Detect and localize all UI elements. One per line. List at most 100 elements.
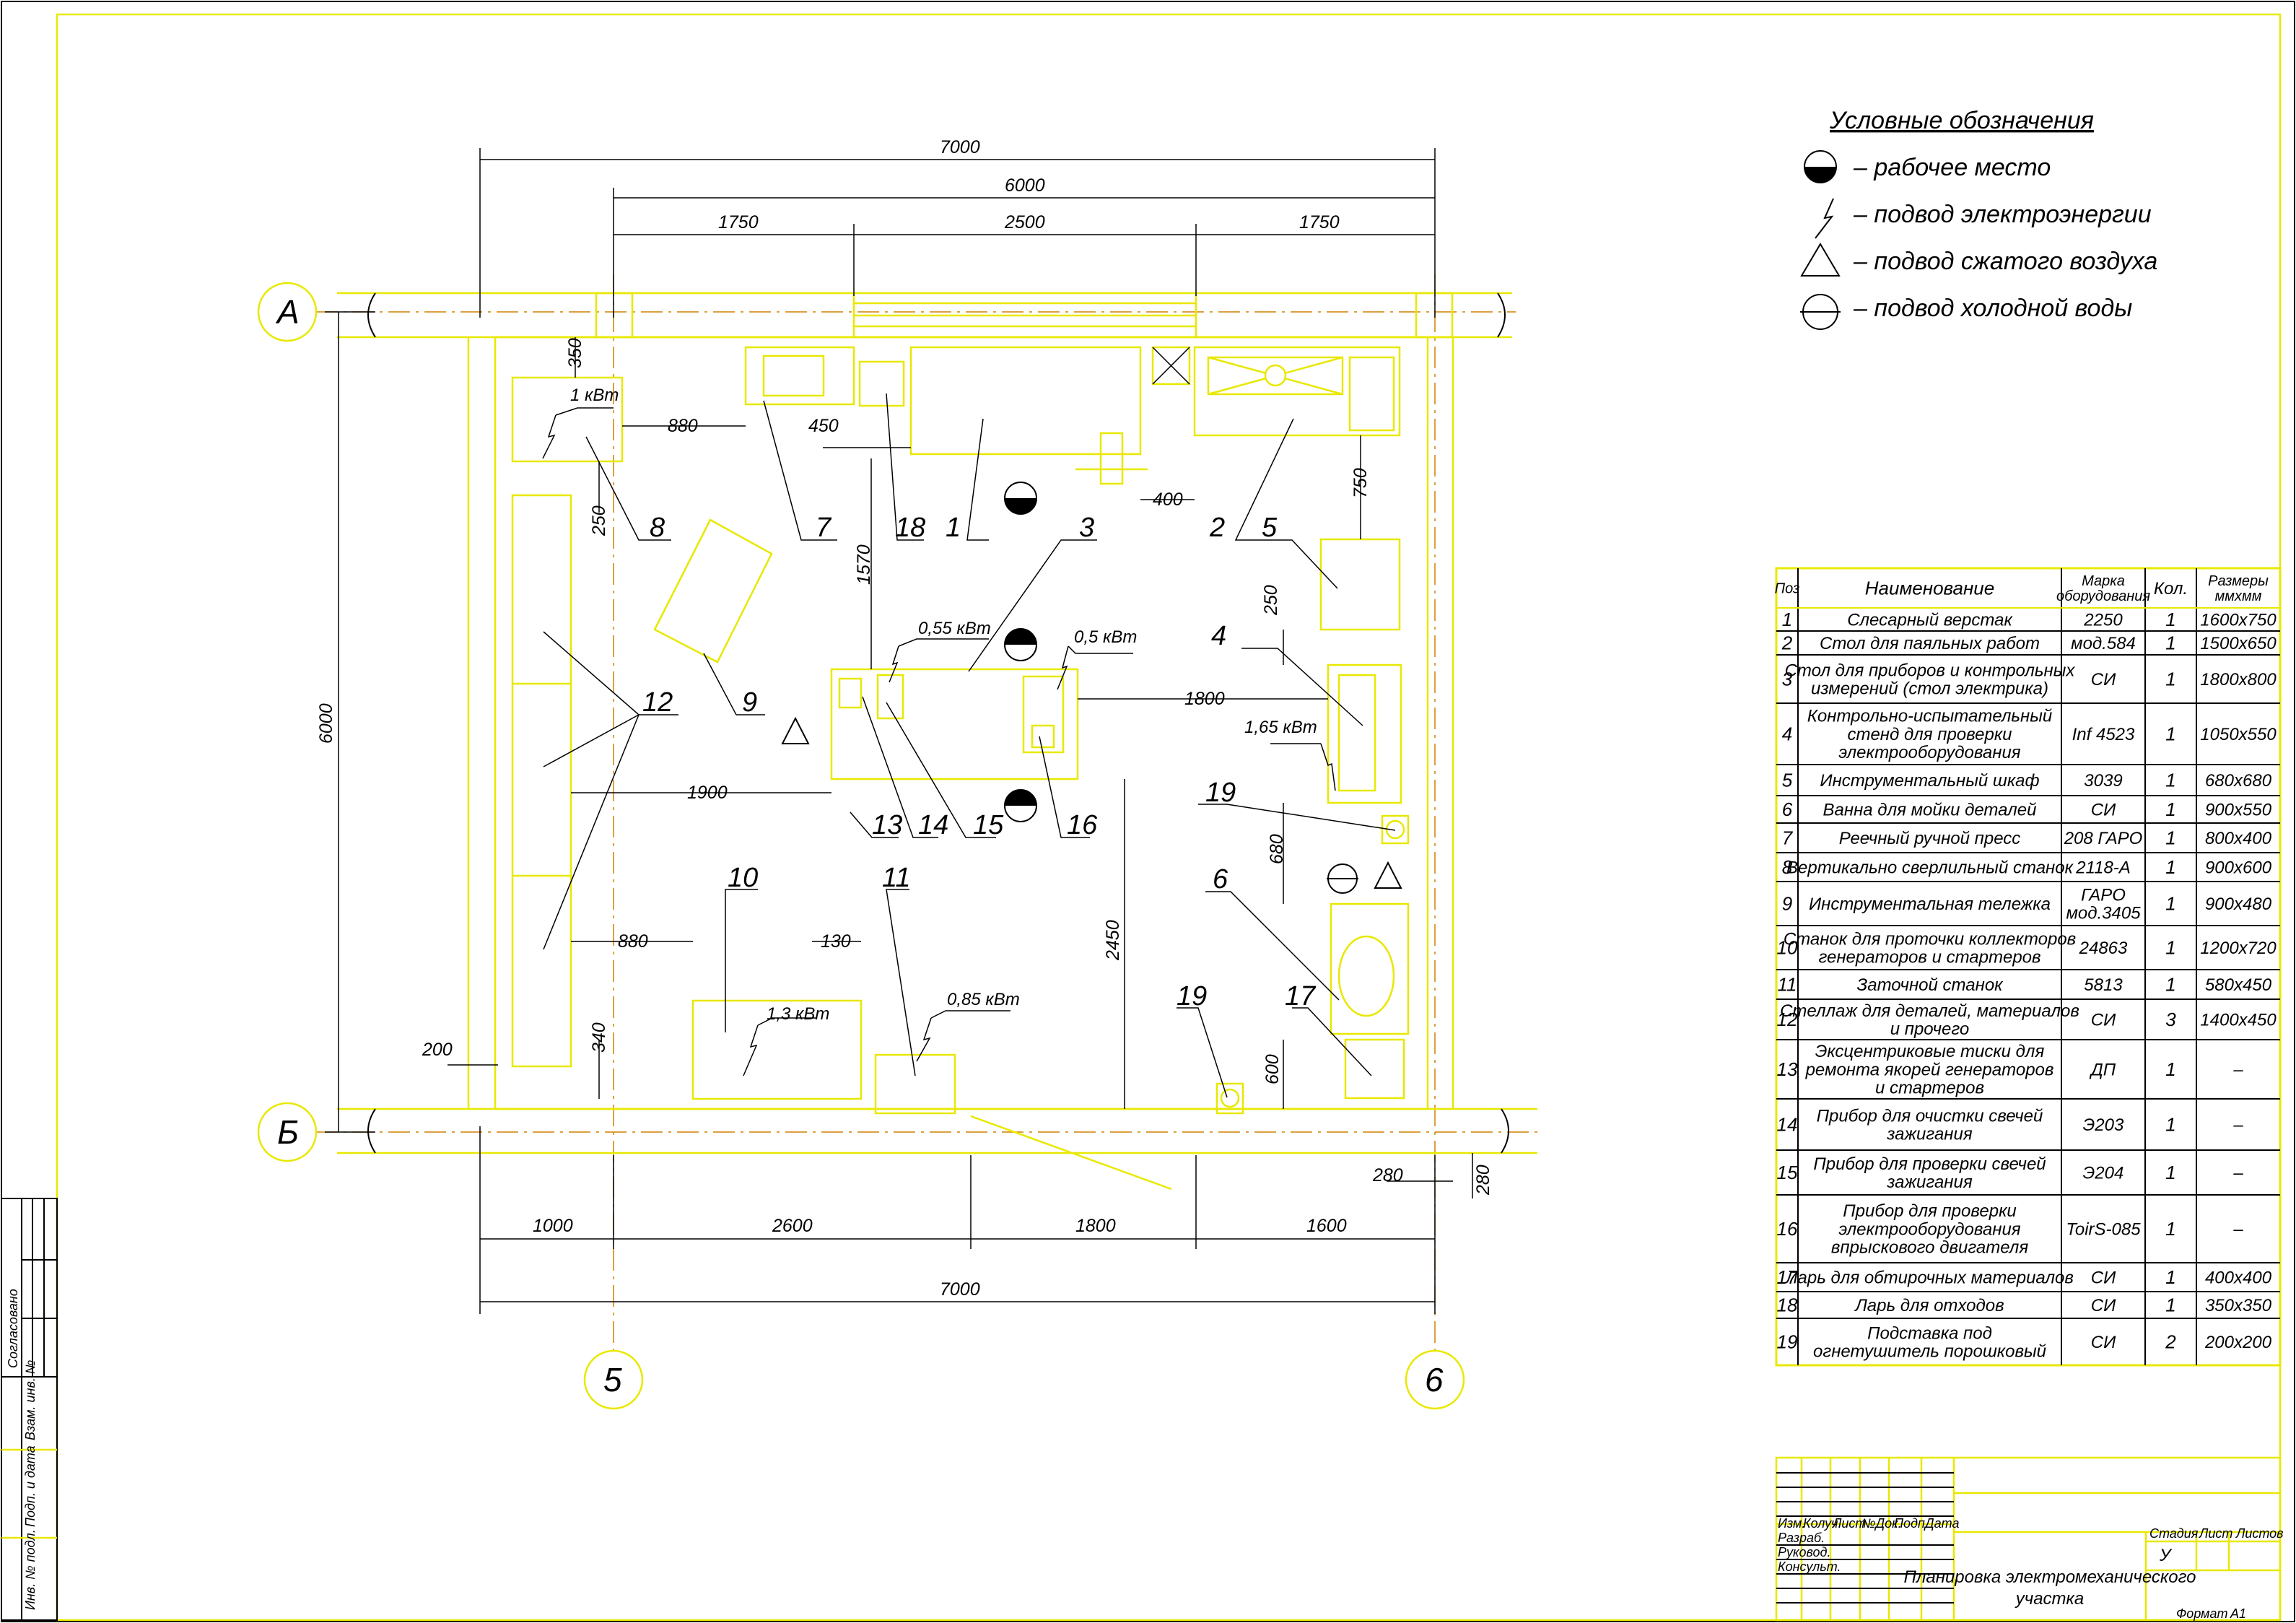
table-cell-pos: 8	[1782, 856, 1793, 878]
table-cell-pos: 5	[1782, 770, 1793, 791]
table-cell-pos: 13	[1777, 1058, 1798, 1080]
table-cell-qty: 1	[2165, 799, 2175, 820]
table-cell-name: Контрольно-испытательный	[1807, 707, 2053, 726]
equipment-2-soldering-table	[1193, 346, 1401, 437]
power-supply-icon	[889, 645, 899, 683]
compressed-air-icon	[781, 716, 810, 744]
table-cell-qty: 1	[2165, 723, 2175, 745]
legend: Условные обозначения – рабочее место – п…	[1800, 107, 2157, 330]
equipment-19-extinguisher-stand	[1381, 814, 1410, 845]
table-cell-mark: СИ	[2091, 1268, 2116, 1287]
dim-350: 350	[565, 338, 585, 368]
table-cell-size: 1400х450	[2200, 1010, 2277, 1030]
cold-water-icon	[1800, 294, 1841, 330]
dim-left-total: 6000	[316, 703, 336, 744]
workplace-icon	[1004, 789, 1037, 822]
table-cell-name: Ванна для мойки деталей	[1823, 800, 2037, 819]
table-cell-name: зажигания	[1886, 1172, 1973, 1192]
tb-col-doc: №Док.	[1861, 1516, 1902, 1531]
table-cell-qty: 1	[2165, 827, 2175, 849]
dim-bottom-1: 1000	[533, 1216, 573, 1236]
dim-280-v: 280	[1473, 1165, 1493, 1196]
stamp-sign-date: Подп. и дата	[23, 1445, 38, 1527]
axis-marker-b: Б	[257, 1102, 318, 1162]
legend-item-air: – подвод сжатого воздуха	[1853, 248, 2157, 275]
position-label-17: 17	[1285, 981, 1317, 1011]
table-cell-qty: 1	[2165, 632, 2175, 654]
position-label-12: 12	[642, 687, 673, 718]
dim-880-bottom: 880	[618, 931, 648, 952]
equipment-9-tool-cart	[653, 518, 773, 663]
table-cell-mark: 208 ГАРО	[2064, 829, 2143, 848]
table-cell-mark: ДП	[2089, 1060, 2116, 1079]
dim-250-left: 250	[589, 505, 609, 536]
table-cell-name: Станок для проточки коллекторов	[1784, 929, 2076, 949]
svg-text:5: 5	[603, 1361, 622, 1398]
table-cell-qty: 1	[2165, 974, 2175, 996]
position-label-19: 19	[1205, 778, 1236, 808]
svg-text:6: 6	[1425, 1361, 1444, 1398]
table-cell-size: 800х400	[2205, 829, 2272, 848]
table-cell-size: 900х480	[2205, 895, 2272, 914]
tb-col-date: Дата	[1924, 1516, 1960, 1531]
table-cell-qty: 1	[2165, 1162, 2175, 1183]
table-cell-mark: ГАРО	[2081, 885, 2126, 905]
power-supply-icon	[542, 414, 556, 459]
table-cell-name: зажигания	[1886, 1125, 1973, 1144]
dim-top-inner: 6000	[1005, 175, 1045, 196]
tb-format-label: Формат	[2176, 1606, 2227, 1621]
table-cell-qty: 1	[2165, 669, 2175, 690]
table-cell-name: Подставка под	[1867, 1323, 1992, 1343]
table-cell-mark: Э204	[2083, 1163, 2124, 1183]
table-cell-qty: 3	[2165, 1009, 2176, 1030]
equipment-8-drill	[511, 376, 624, 463]
table-cell-size: 680х680	[2205, 771, 2272, 791]
dim-280-h: 280	[1372, 1165, 1403, 1185]
side-stamp: Согласовано Взам. инв. № Подп. и дата Ин…	[1, 1198, 58, 1621]
table-cell-size: 900х550	[2205, 800, 2272, 819]
dim-bottom-4: 1600	[1306, 1216, 1347, 1236]
table-cell-mark: СИ	[2091, 1010, 2116, 1030]
table-cell-name: Слесарный верстак	[1847, 610, 2013, 630]
table-cell-mark: СИ	[2091, 800, 2116, 819]
dim-750: 750	[1350, 468, 1371, 498]
dim-top-left: 1750	[718, 212, 759, 232]
table-cell-qty: 1	[2165, 770, 2175, 791]
table-cell-pos: 6	[1782, 799, 1793, 820]
table-cell-mark: 2118-А	[2075, 858, 2131, 877]
equipment-11-grinder	[874, 1053, 956, 1115]
table-cell-pos: 2	[1781, 632, 1793, 654]
power-supply-icon	[1320, 743, 1336, 791]
position-label-13: 13	[872, 810, 902, 840]
table-cell-name: электрооборудования	[1838, 1219, 2020, 1239]
table-header-pos: Поз	[1775, 581, 1800, 597]
table-cell-qty: 1	[2165, 1114, 2175, 1136]
table-cell-pos: 18	[1777, 1295, 1798, 1316]
table-cell-mark: ToirS-085	[2066, 1219, 2141, 1239]
table-cell-size: –	[2232, 1060, 2243, 1079]
table-cell-size: 1200х720	[2200, 939, 2277, 958]
tb-sheets-label: Листов	[2235, 1526, 2284, 1541]
tb-role-developer: Разраб.	[1778, 1531, 1825, 1545]
table-cell-pos: 7	[1782, 827, 1794, 849]
floor-plan: А Б 5 6 1 кВт	[257, 137, 1537, 1410]
legend-item-power: – подвод электроэнергии	[1853, 201, 2152, 228]
position-label-8: 8	[650, 513, 665, 543]
power-supply-icon	[916, 1017, 932, 1062]
dim-600: 600	[1262, 1054, 1283, 1084]
equipment-1-bench	[909, 346, 1148, 485]
cold-water-icon	[1327, 863, 1358, 894]
table-cell-name: Прибор для проверки	[1843, 1201, 2017, 1221]
table-cell-name: Стол для паяльных работ	[1820, 634, 2040, 653]
table-cell-mark: СИ	[2091, 670, 2116, 689]
